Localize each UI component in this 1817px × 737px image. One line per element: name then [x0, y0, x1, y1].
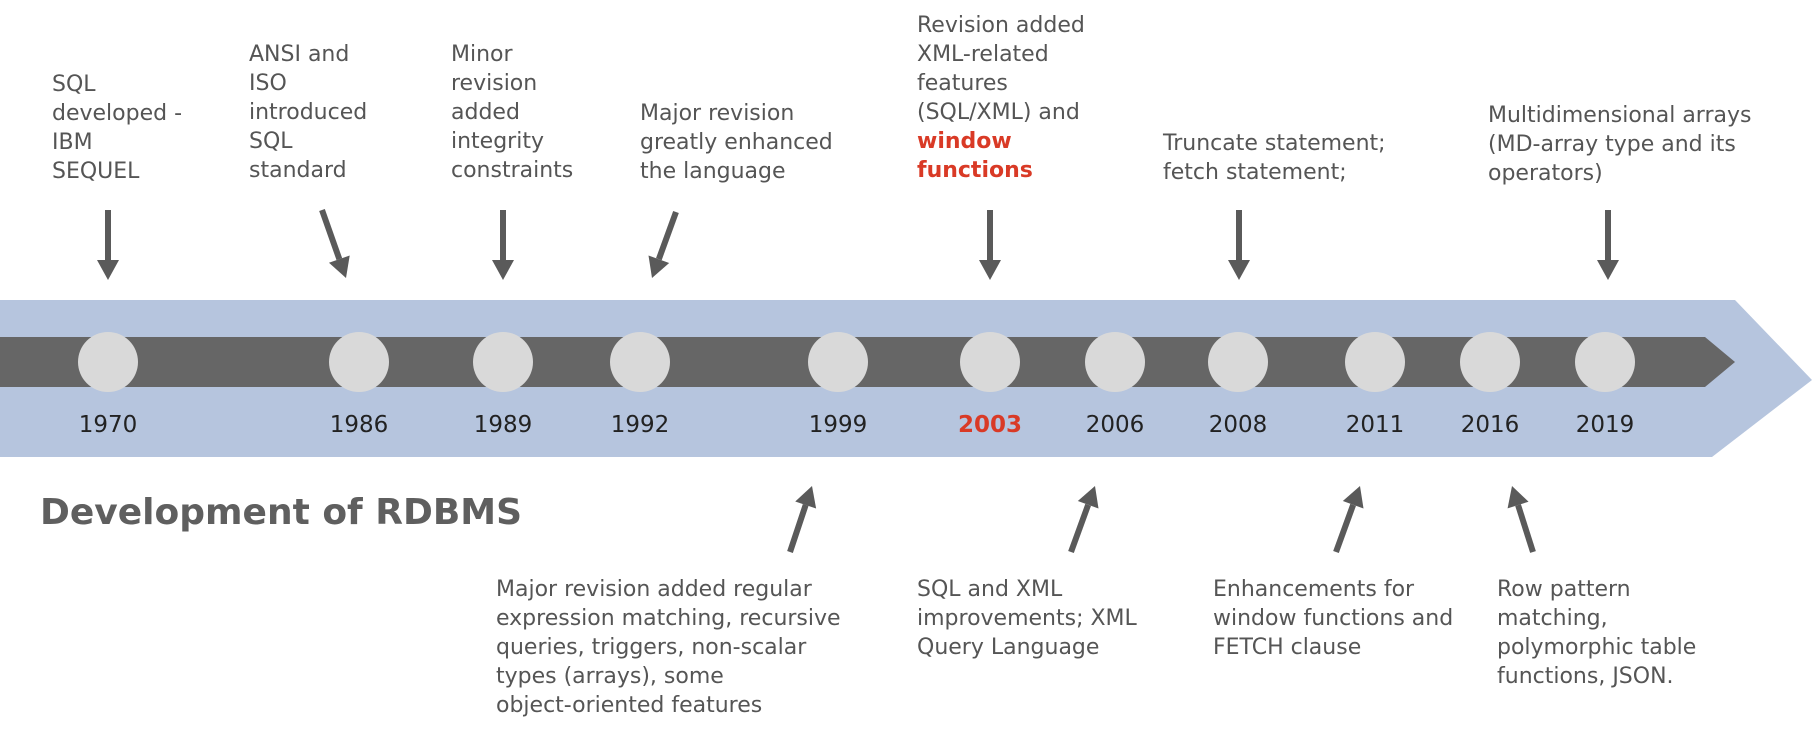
arrow-1992	[648, 210, 679, 278]
milestone-note-1970: SQL developed - IBM SEQUEL	[52, 70, 182, 186]
milestone-note-2008: Truncate statement; fetch statement;	[1163, 129, 1386, 187]
arrow-2016	[1507, 486, 1536, 553]
timeline-node-2011	[1345, 332, 1405, 392]
timeline-node-1989	[473, 332, 533, 392]
timeline-node-2019	[1575, 332, 1635, 392]
milestone-note-2016: Row pattern matching, polymorphic table …	[1497, 575, 1696, 691]
timeline-node-2003	[960, 332, 1020, 392]
milestone-note-2019: Multidimensional arrays (MD-array type a…	[1488, 101, 1751, 188]
timeline-node-1986	[329, 332, 389, 392]
year-label-1999: 1999	[808, 412, 868, 438]
note-text: SQL and XML improvements; XML Query Lang…	[917, 577, 1137, 660]
note-text: ANSI and ISO introduced SQL standard	[249, 42, 368, 183]
arrow-1999	[787, 486, 817, 553]
timeline-node-2006	[1085, 332, 1145, 392]
note-text: Row pattern matching, polymorphic table …	[1497, 577, 1697, 689]
note-text: Truncate statement; fetch statement;	[1163, 131, 1386, 185]
timeline-node-2008	[1208, 332, 1268, 392]
arrow-2006	[1068, 486, 1099, 554]
arrow-2008	[1228, 210, 1250, 280]
year-label-2019: 2019	[1575, 412, 1635, 438]
arrow-1989	[492, 210, 514, 280]
year-label-1986: 1986	[329, 412, 389, 438]
note-text: Major revision added regular expression …	[496, 577, 841, 718]
note-text: SQL developed - IBM SEQUEL	[52, 72, 183, 184]
arrow-2003	[979, 210, 1001, 280]
milestone-note-2003: Revision added XML-related features (SQL…	[917, 11, 1085, 185]
year-label-1970: 1970	[78, 412, 138, 438]
arrow-1986	[319, 209, 350, 278]
year-label-1989: 1989	[473, 412, 533, 438]
timeline-node-1992	[610, 332, 670, 392]
year-label-2011: 2011	[1345, 412, 1405, 438]
note-text: Minor revision added integrity constrain…	[451, 42, 574, 183]
diagram-title: Development of RDBMS	[40, 492, 523, 533]
year-label-2006: 2006	[1085, 412, 1145, 438]
year-label-1992: 1992	[610, 412, 670, 438]
note-text: Enhancements for window functions and FE…	[1213, 577, 1454, 660]
note-text: Major revision greatly enhanced the lang…	[640, 101, 833, 184]
milestone-note-2011: Enhancements for window functions and FE…	[1213, 575, 1453, 662]
year-label-2008: 2008	[1208, 412, 1268, 438]
arrow-2019	[1597, 210, 1619, 280]
milestone-note-2006: SQL and XML improvements; XML Query Lang…	[917, 575, 1137, 662]
note-text: Revision added XML-related features (SQL…	[917, 13, 1085, 125]
arrow-2011	[1333, 486, 1364, 554]
milestone-note-1986: ANSI and ISO introduced SQL standard	[249, 40, 367, 185]
timeline-node-1999	[808, 332, 868, 392]
timeline-node-2016	[1460, 332, 1520, 392]
year-label-2003: 2003	[957, 412, 1022, 438]
note-text: Multidimensional arrays (MD-array type a…	[1488, 103, 1752, 186]
milestone-note-1992: Major revision greatly enhanced the lang…	[640, 99, 833, 186]
timeline-node-1970	[78, 332, 138, 392]
milestone-note-1999: Major revision added regular expression …	[496, 575, 841, 720]
arrow-1970	[97, 210, 119, 280]
note-highlight-text: window functions	[917, 129, 1033, 183]
milestone-note-1989: Minor revision added integrity constrain…	[451, 40, 573, 185]
year-label-2016: 2016	[1460, 412, 1520, 438]
